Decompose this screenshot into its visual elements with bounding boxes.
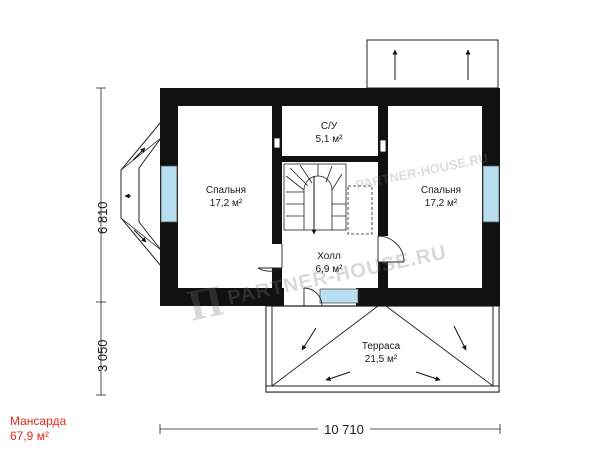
- height-upper-label: 6 810: [95, 201, 110, 234]
- left-bay-outline: [120, 121, 162, 267]
- windows: [160, 165, 500, 304]
- terrace: [265, 305, 500, 393]
- terrace-name: Терраса: [362, 341, 401, 352]
- terrace-area: 21,5 м²: [365, 354, 398, 365]
- dim-label-bg: [318, 420, 370, 438]
- bathroom-area: 5,1 м²: [316, 134, 344, 145]
- hall-area: 6,9 м²: [316, 264, 344, 275]
- width-label: 10 710: [324, 422, 364, 437]
- top-balcony: [366, 39, 499, 89]
- bedroom-left-name: Спальня: [206, 185, 246, 196]
- staircase: [283, 163, 373, 235]
- floor-name: Мансарда: [10, 414, 67, 428]
- bathroom-name: С/У: [321, 121, 338, 132]
- watermark-logo: П: [184, 275, 228, 330]
- bedroom-left-area: 17,2 м²: [210, 198, 243, 209]
- height-lower-label: 3 050: [95, 339, 110, 372]
- floor-caption: Мансарда 67,9 м²: [10, 414, 66, 444]
- doors: [257, 137, 405, 307]
- dimension-vertical: [96, 87, 106, 396]
- hall-name: Холл: [317, 251, 341, 262]
- bedroom-right-name: Спальня: [421, 185, 461, 196]
- floor-area: 67,9 м²: [10, 429, 49, 443]
- bedroom-right-area: 17,2 м²: [425, 198, 458, 209]
